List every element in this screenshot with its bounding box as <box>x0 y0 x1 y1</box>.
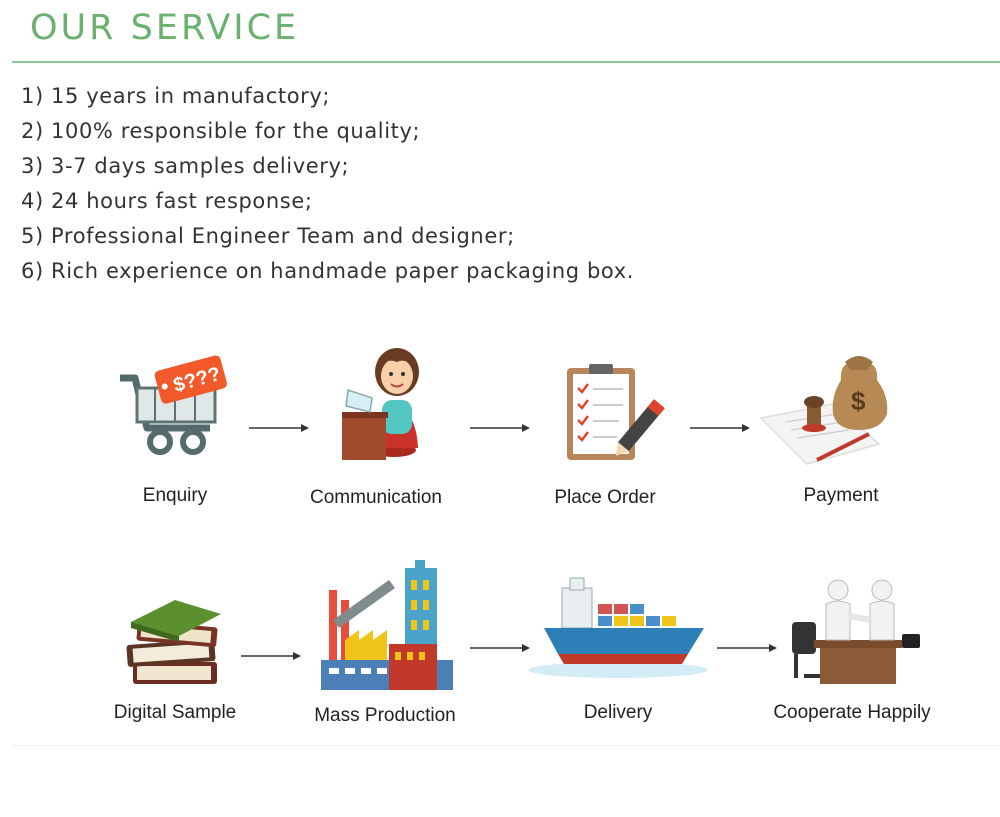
arrow-right-icon <box>717 644 777 652</box>
handshake-meeting-icon <box>792 579 920 684</box>
cargo-ship-icon <box>528 577 708 678</box>
bottom-divider <box>12 745 1000 746</box>
step-label: Enquiry <box>142 485 208 506</box>
step-communication: Communication <box>276 340 476 508</box>
feature-item: 4) 24 hours fast response; <box>21 189 313 213</box>
arrow-right-icon <box>249 424 309 432</box>
step-label: Cooperate Happily <box>773 702 931 723</box>
step-delivery: Delivery <box>518 570 718 723</box>
feature-item: 3) 3-7 days samples delivery; <box>21 154 350 178</box>
factory-icon <box>321 560 453 690</box>
arrow-right-icon <box>470 644 530 652</box>
arrow-right-icon <box>241 652 301 660</box>
shopping-cart-price-tag-icon: $??? <box>120 355 227 455</box>
feature-item: 6) Rich experience on handmade paper pac… <box>21 259 635 283</box>
step-label: Communication <box>310 487 442 508</box>
svg-text:$: $ <box>851 386 866 416</box>
arrow-right-icon <box>690 424 750 432</box>
feature-item: 2) 100% responsible for the quality; <box>21 119 421 143</box>
book-stack-icon <box>126 600 221 684</box>
step-label: Payment <box>803 485 879 506</box>
step-label: Delivery <box>583 702 653 723</box>
step-label: Place Order <box>554 487 656 508</box>
customer-service-woman-icon <box>342 348 419 460</box>
step-cooperate-happily: Cooperate Happily <box>752 570 952 723</box>
step-mass-production: Mass Production <box>285 560 485 726</box>
arrow-right-icon <box>470 424 530 432</box>
title-divider <box>12 61 1000 63</box>
feature-list: 1) 15 years in manufactory; 2) 100% resp… <box>21 79 634 289</box>
feature-item: 1) 15 years in manufactory; <box>21 84 331 108</box>
step-payment: $ Payment <box>741 340 941 506</box>
page-title: OUR SERVICE <box>30 8 300 48</box>
step-digital-sample: Digital Sample <box>75 570 275 723</box>
step-label: Digital Sample <box>113 702 237 723</box>
step-label: Mass Production <box>314 705 456 726</box>
money-bag-contract-icon: $ <box>759 356 888 465</box>
feature-item: 5) Professional Engineer Team and design… <box>21 224 515 248</box>
step-enquiry: $??? Enquiry <box>75 340 275 506</box>
clipboard-checklist-icon <box>567 364 665 460</box>
step-place-order: Place Order <box>505 340 705 508</box>
